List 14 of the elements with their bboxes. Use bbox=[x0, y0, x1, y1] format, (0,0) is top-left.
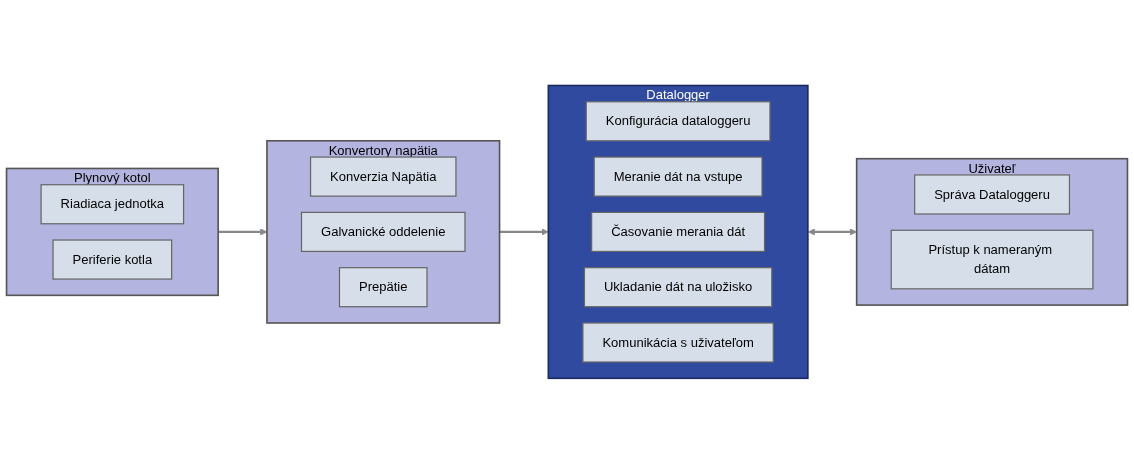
node-box: Periferie kotla bbox=[52, 239, 173, 280]
node-box: Riadiaca jednotka bbox=[40, 183, 185, 224]
arrow bbox=[807, 227, 857, 236]
node-box: Galvanické oddelenie bbox=[300, 211, 466, 252]
node-box: Prístup k nameraným dátam bbox=[890, 229, 1094, 290]
node-box: Prepätie bbox=[338, 266, 428, 307]
node-box: Komunikácia s uživateľom bbox=[582, 321, 774, 363]
node-box: Meranie dát na vstupe bbox=[593, 156, 763, 197]
node-box: Správa Dataloggeru bbox=[914, 173, 1071, 215]
node-box: Ukladanie dát na uložisko bbox=[583, 266, 773, 307]
node-box: Časovanie merania dát bbox=[591, 211, 766, 252]
arrow bbox=[499, 227, 549, 236]
node-box: Konverzia Napätia bbox=[309, 156, 457, 197]
node-box: Konfigurácia dataloggeru bbox=[585, 100, 771, 141]
